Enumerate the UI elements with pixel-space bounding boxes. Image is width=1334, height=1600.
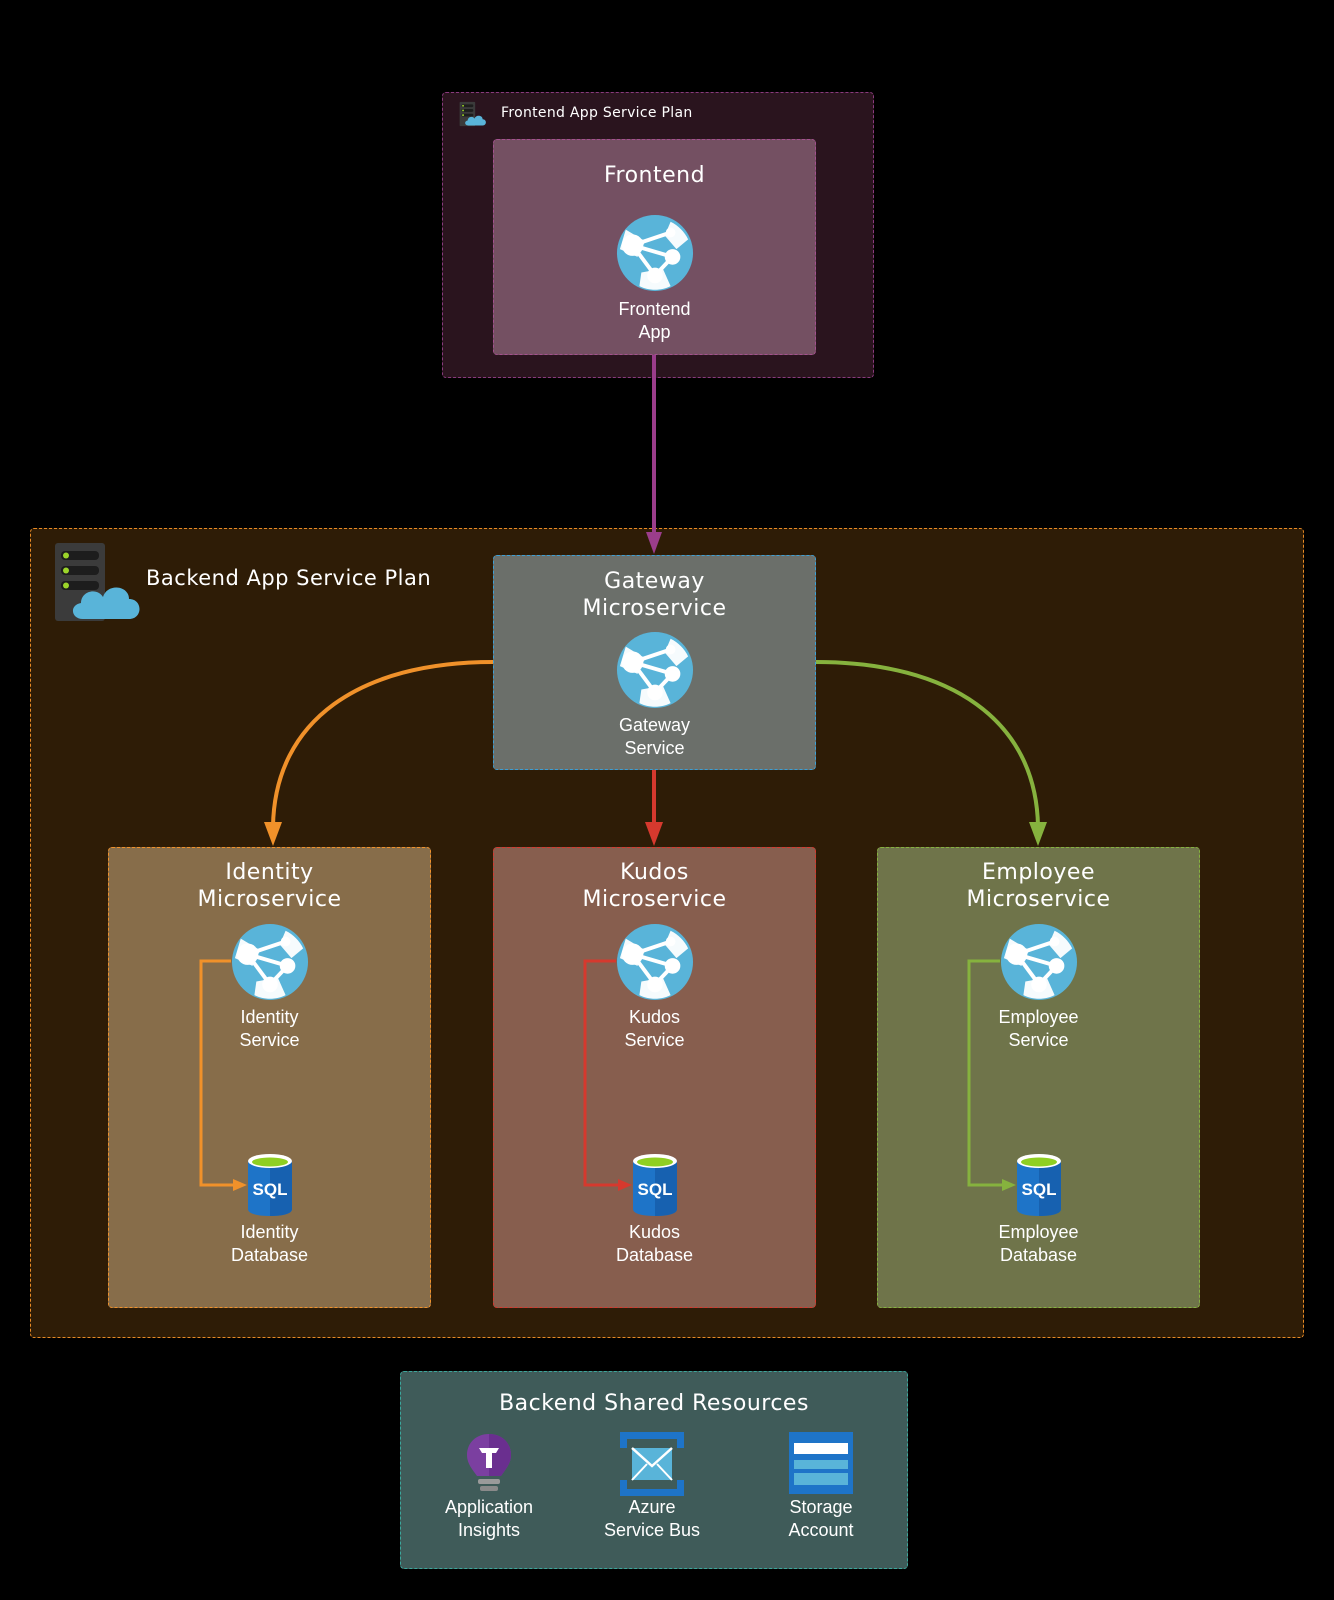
shared-resources-title: Backend Shared Resources bbox=[499, 1391, 809, 1416]
shared-resources-box: Backend Shared Resources Application Ins… bbox=[400, 1371, 908, 1569]
identity-microservice-box: Identity Microservice Identity Service S… bbox=[108, 847, 431, 1308]
frontend-box: Frontend Frontend App bbox=[493, 139, 816, 355]
frontend-plan-label: Frontend App Service Plan bbox=[501, 105, 693, 121]
arrowhead bbox=[233, 1179, 247, 1191]
service-label: Employee Service bbox=[998, 1007, 1079, 1050]
microservice-title: Identity Microservice bbox=[197, 860, 342, 912]
storage-account-icon bbox=[789, 1432, 853, 1494]
arrowhead bbox=[1002, 1179, 1016, 1191]
database-label: Identity Database bbox=[230, 1222, 309, 1265]
gateway-service-label: Gateway Service bbox=[618, 715, 691, 758]
sql-database-icon: SQL bbox=[1015, 1153, 1063, 1217]
storage-account-label: Storage Account bbox=[788, 1497, 854, 1540]
gateway-to-identity-connector bbox=[271, 660, 494, 827]
backend-plan-label: Backend App Service Plan bbox=[146, 566, 432, 590]
frontend-title: Frontend bbox=[603, 163, 706, 188]
sql-database-icon: SQL bbox=[631, 1153, 679, 1217]
svg-text:SQL: SQL bbox=[638, 1180, 673, 1199]
svg-text:SQL: SQL bbox=[1022, 1180, 1057, 1199]
application-insights-label: Application Insights bbox=[444, 1497, 534, 1540]
service-label: Identity Service bbox=[239, 1007, 300, 1050]
database-label: Employee Database bbox=[998, 1222, 1079, 1265]
arrowhead bbox=[264, 822, 282, 846]
service-label: Kudos Service bbox=[624, 1007, 685, 1050]
employee-microservice-box: Employee Microservice Employee Service S… bbox=[877, 847, 1200, 1308]
employee-service-to-database-connector bbox=[967, 959, 1004, 1187]
identity-service-to-database-connector bbox=[199, 959, 235, 1187]
gateway-to-employee-connector bbox=[815, 660, 1040, 827]
arrowhead bbox=[1029, 822, 1047, 846]
frontend-app-label: Frontend App bbox=[618, 299, 691, 342]
arrowhead bbox=[618, 1179, 632, 1191]
kudos-microservice-box: Kudos Microservice Kudos Service SQL Kud… bbox=[493, 847, 816, 1308]
kudos-service-to-database-connector bbox=[583, 959, 620, 1187]
arrowhead bbox=[645, 822, 663, 846]
microservice-title: Employee Microservice bbox=[966, 860, 1111, 912]
gateway-microservice-box: Gateway Microservice Gateway Service bbox=[493, 555, 816, 770]
microservice-title: Kudos Microservice bbox=[582, 860, 727, 912]
svg-text:SQL: SQL bbox=[253, 1180, 288, 1199]
application-insights-icon bbox=[467, 1434, 511, 1491]
service-bus-label: Azure Service Bus bbox=[603, 1497, 701, 1540]
gateway-title: Gateway Microservice bbox=[582, 569, 727, 621]
arrowhead bbox=[646, 532, 662, 554]
sql-database-icon: SQL bbox=[246, 1153, 294, 1217]
database-label: Kudos Database bbox=[615, 1222, 694, 1265]
service-bus-icon bbox=[620, 1432, 684, 1496]
